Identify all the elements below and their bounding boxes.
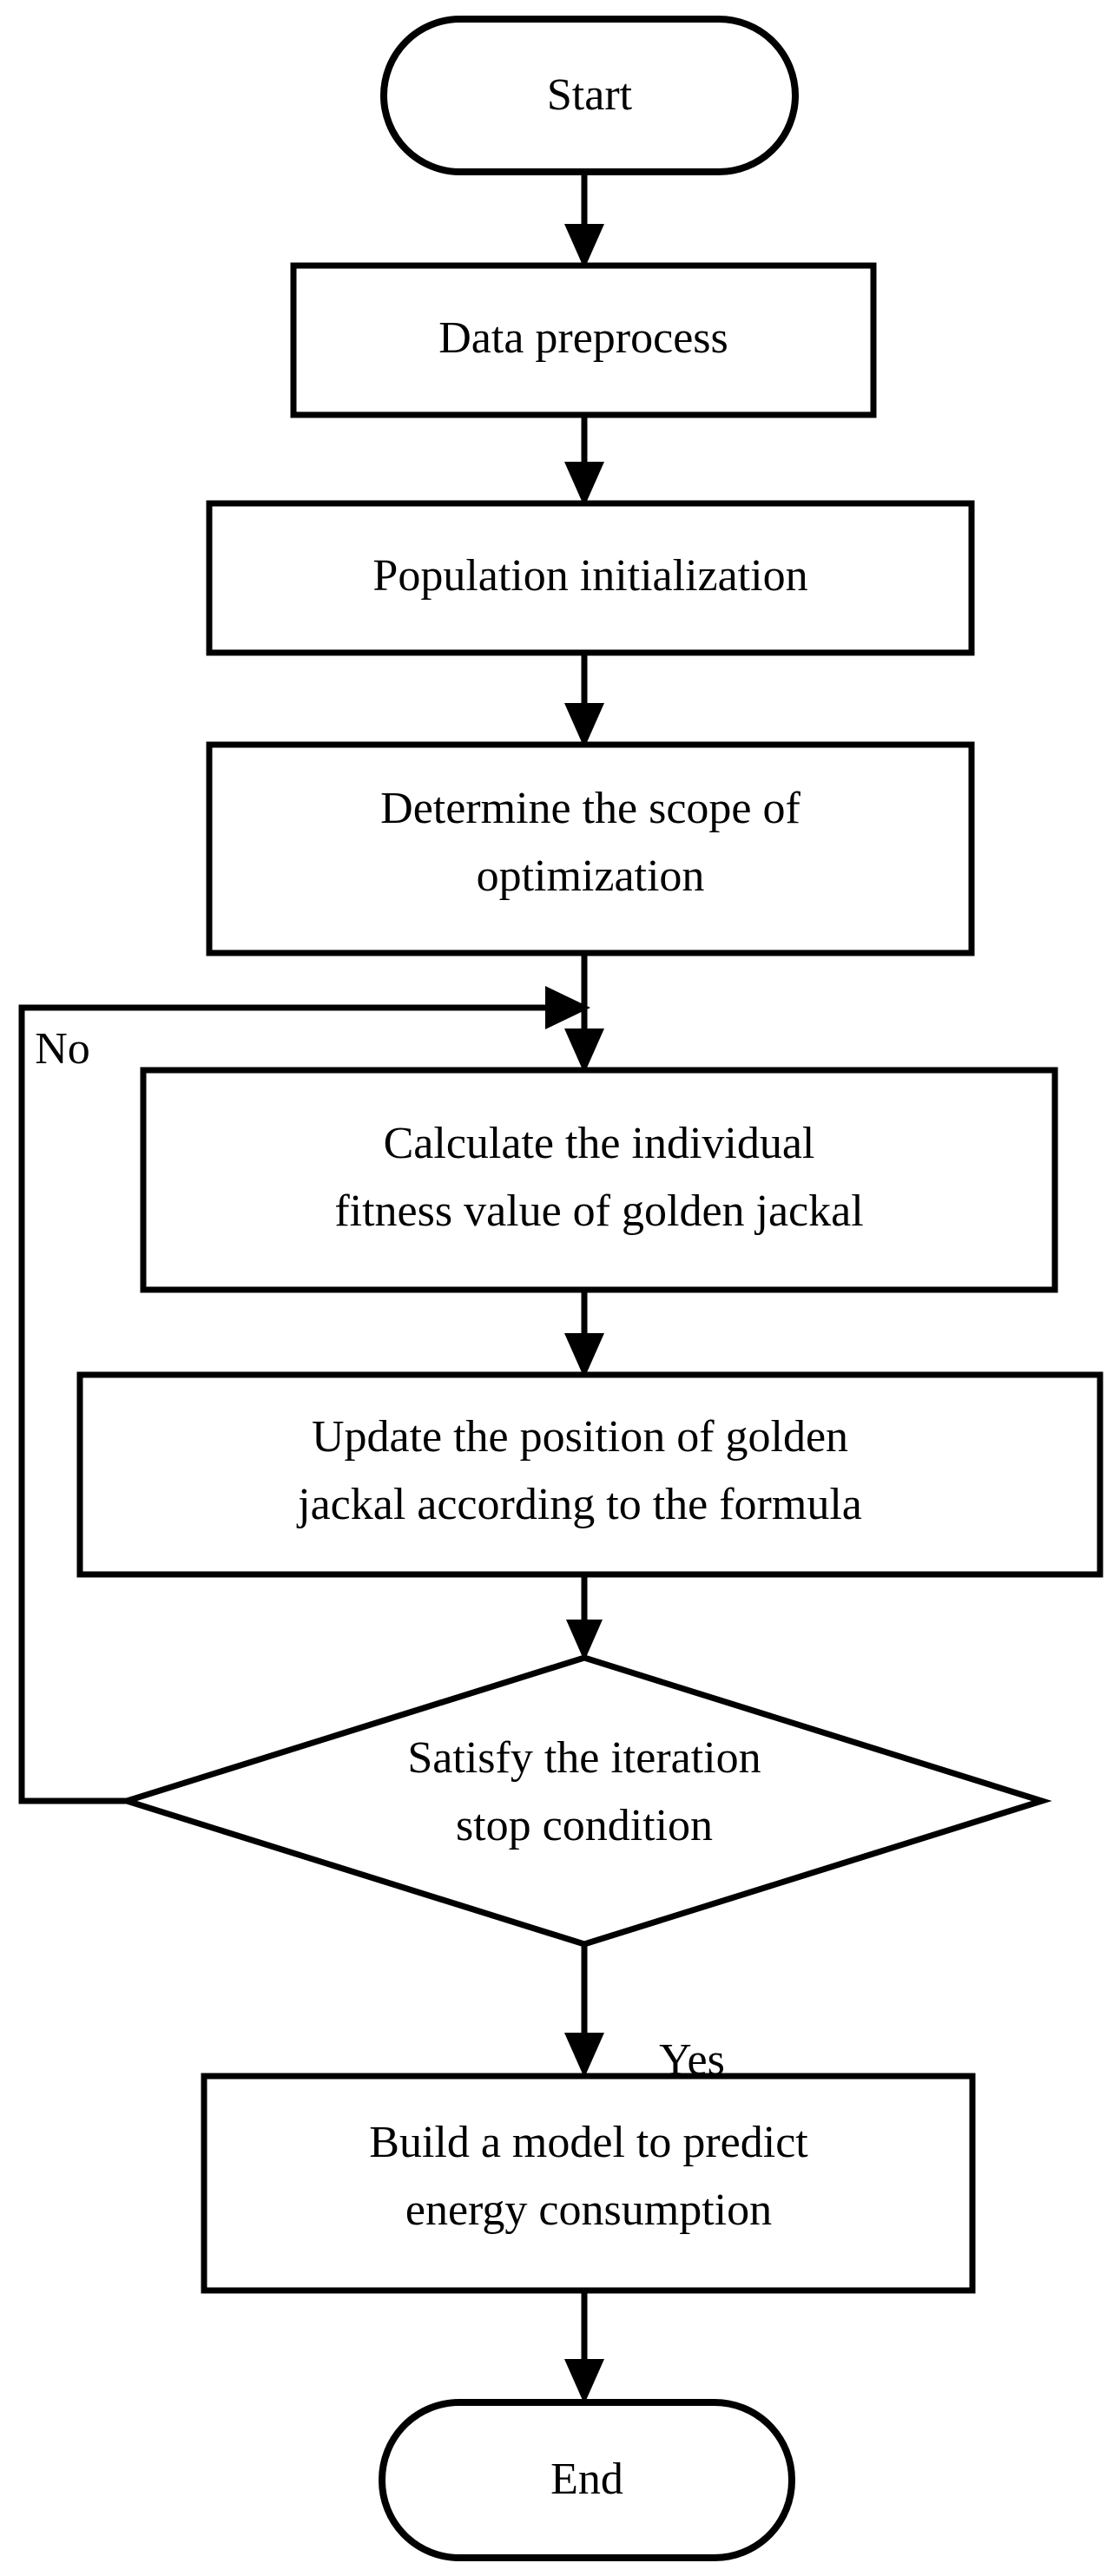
node-update-position-line2: jackal according to the formula [296, 1480, 862, 1529]
node-end[interactable]: End [379, 2399, 795, 2561]
arrowhead-icon [564, 1333, 604, 1378]
node-calculate-fitness-line2: fitness value of golden jackal [334, 1186, 863, 1236]
node-start[interactable]: Start [380, 16, 799, 175]
arrowhead-icon [564, 462, 604, 507]
edge-label-yes: Yes [659, 2035, 725, 2085]
edge-preprocess-to-population [564, 415, 604, 507]
edge-update-to-decision [566, 1574, 603, 1661]
arrowhead-icon [564, 1028, 604, 1074]
edge-population-to-determine [564, 653, 604, 748]
node-population-initialization-label: Population initialization [372, 551, 807, 601]
arrowhead-icon [545, 986, 590, 1029]
edge-decision-no-loop [18, 986, 590, 1804]
node-stop-condition-line2: stop condition [456, 1801, 713, 1850]
edge-decision-yes-to-build [564, 1944, 604, 2078]
process-shape [201, 2073, 976, 2294]
edge-label-no: No [35, 1024, 90, 1074]
edge-calculate-to-update [564, 1290, 604, 1378]
process-shape [290, 262, 877, 418]
node-calculate-fitness-line1: Calculate the individual [384, 1119, 815, 1168]
node-calculate-fitness[interactable]: Calculate the individual fitness value o… [140, 1067, 1058, 1293]
process-shape [76, 1371, 1104, 1578]
node-population-initialization[interactable]: Population initialization [206, 500, 975, 656]
process-shape [206, 500, 975, 656]
node-determine-scope-line1: Determine the scope of [380, 784, 800, 833]
edge-line [18, 1004, 560, 1804]
node-build-model-line2: energy consumption [405, 2185, 772, 2235]
arrowhead-icon [564, 703, 604, 748]
node-update-position[interactable]: Update the position of golden jackal acc… [76, 1371, 1104, 1578]
node-determine-scope[interactable]: Determine the scope of optimization [206, 741, 975, 956]
arrowhead-icon [564, 2033, 604, 2078]
terminator-shape [380, 16, 799, 175]
node-update-position-line1: Update the position of golden [312, 1412, 848, 1462]
node-build-model-line1: Build a model to predict [369, 2118, 808, 2167]
arrowhead-icon [566, 1620, 603, 1661]
edge-build-to-end [564, 2290, 604, 2404]
node-stop-condition-line1: Satisfy the iteration [407, 1733, 761, 1783]
edge-start-to-preprocess [564, 172, 604, 269]
arrowhead-icon [564, 224, 604, 269]
node-end-label: End [550, 2454, 623, 2504]
node-data-preprocess[interactable]: Data preprocess [290, 262, 877, 418]
process-shape [206, 741, 975, 956]
arrowhead-icon [564, 2359, 604, 2404]
node-determine-scope-line2: optimization [477, 851, 705, 901]
edge-determine-to-calculate [564, 953, 604, 1074]
node-data-preprocess-label: Data preprocess [438, 313, 728, 363]
decision-shape [116, 1654, 1052, 1948]
node-build-model[interactable]: Build a model to predict energy consumpt… [201, 2073, 976, 2294]
node-start-label: Start [547, 70, 633, 120]
node-stop-condition[interactable]: Satisfy the iteration stop condition [116, 1654, 1052, 1948]
terminator-shape [379, 2399, 795, 2561]
process-shape [140, 1067, 1058, 1293]
